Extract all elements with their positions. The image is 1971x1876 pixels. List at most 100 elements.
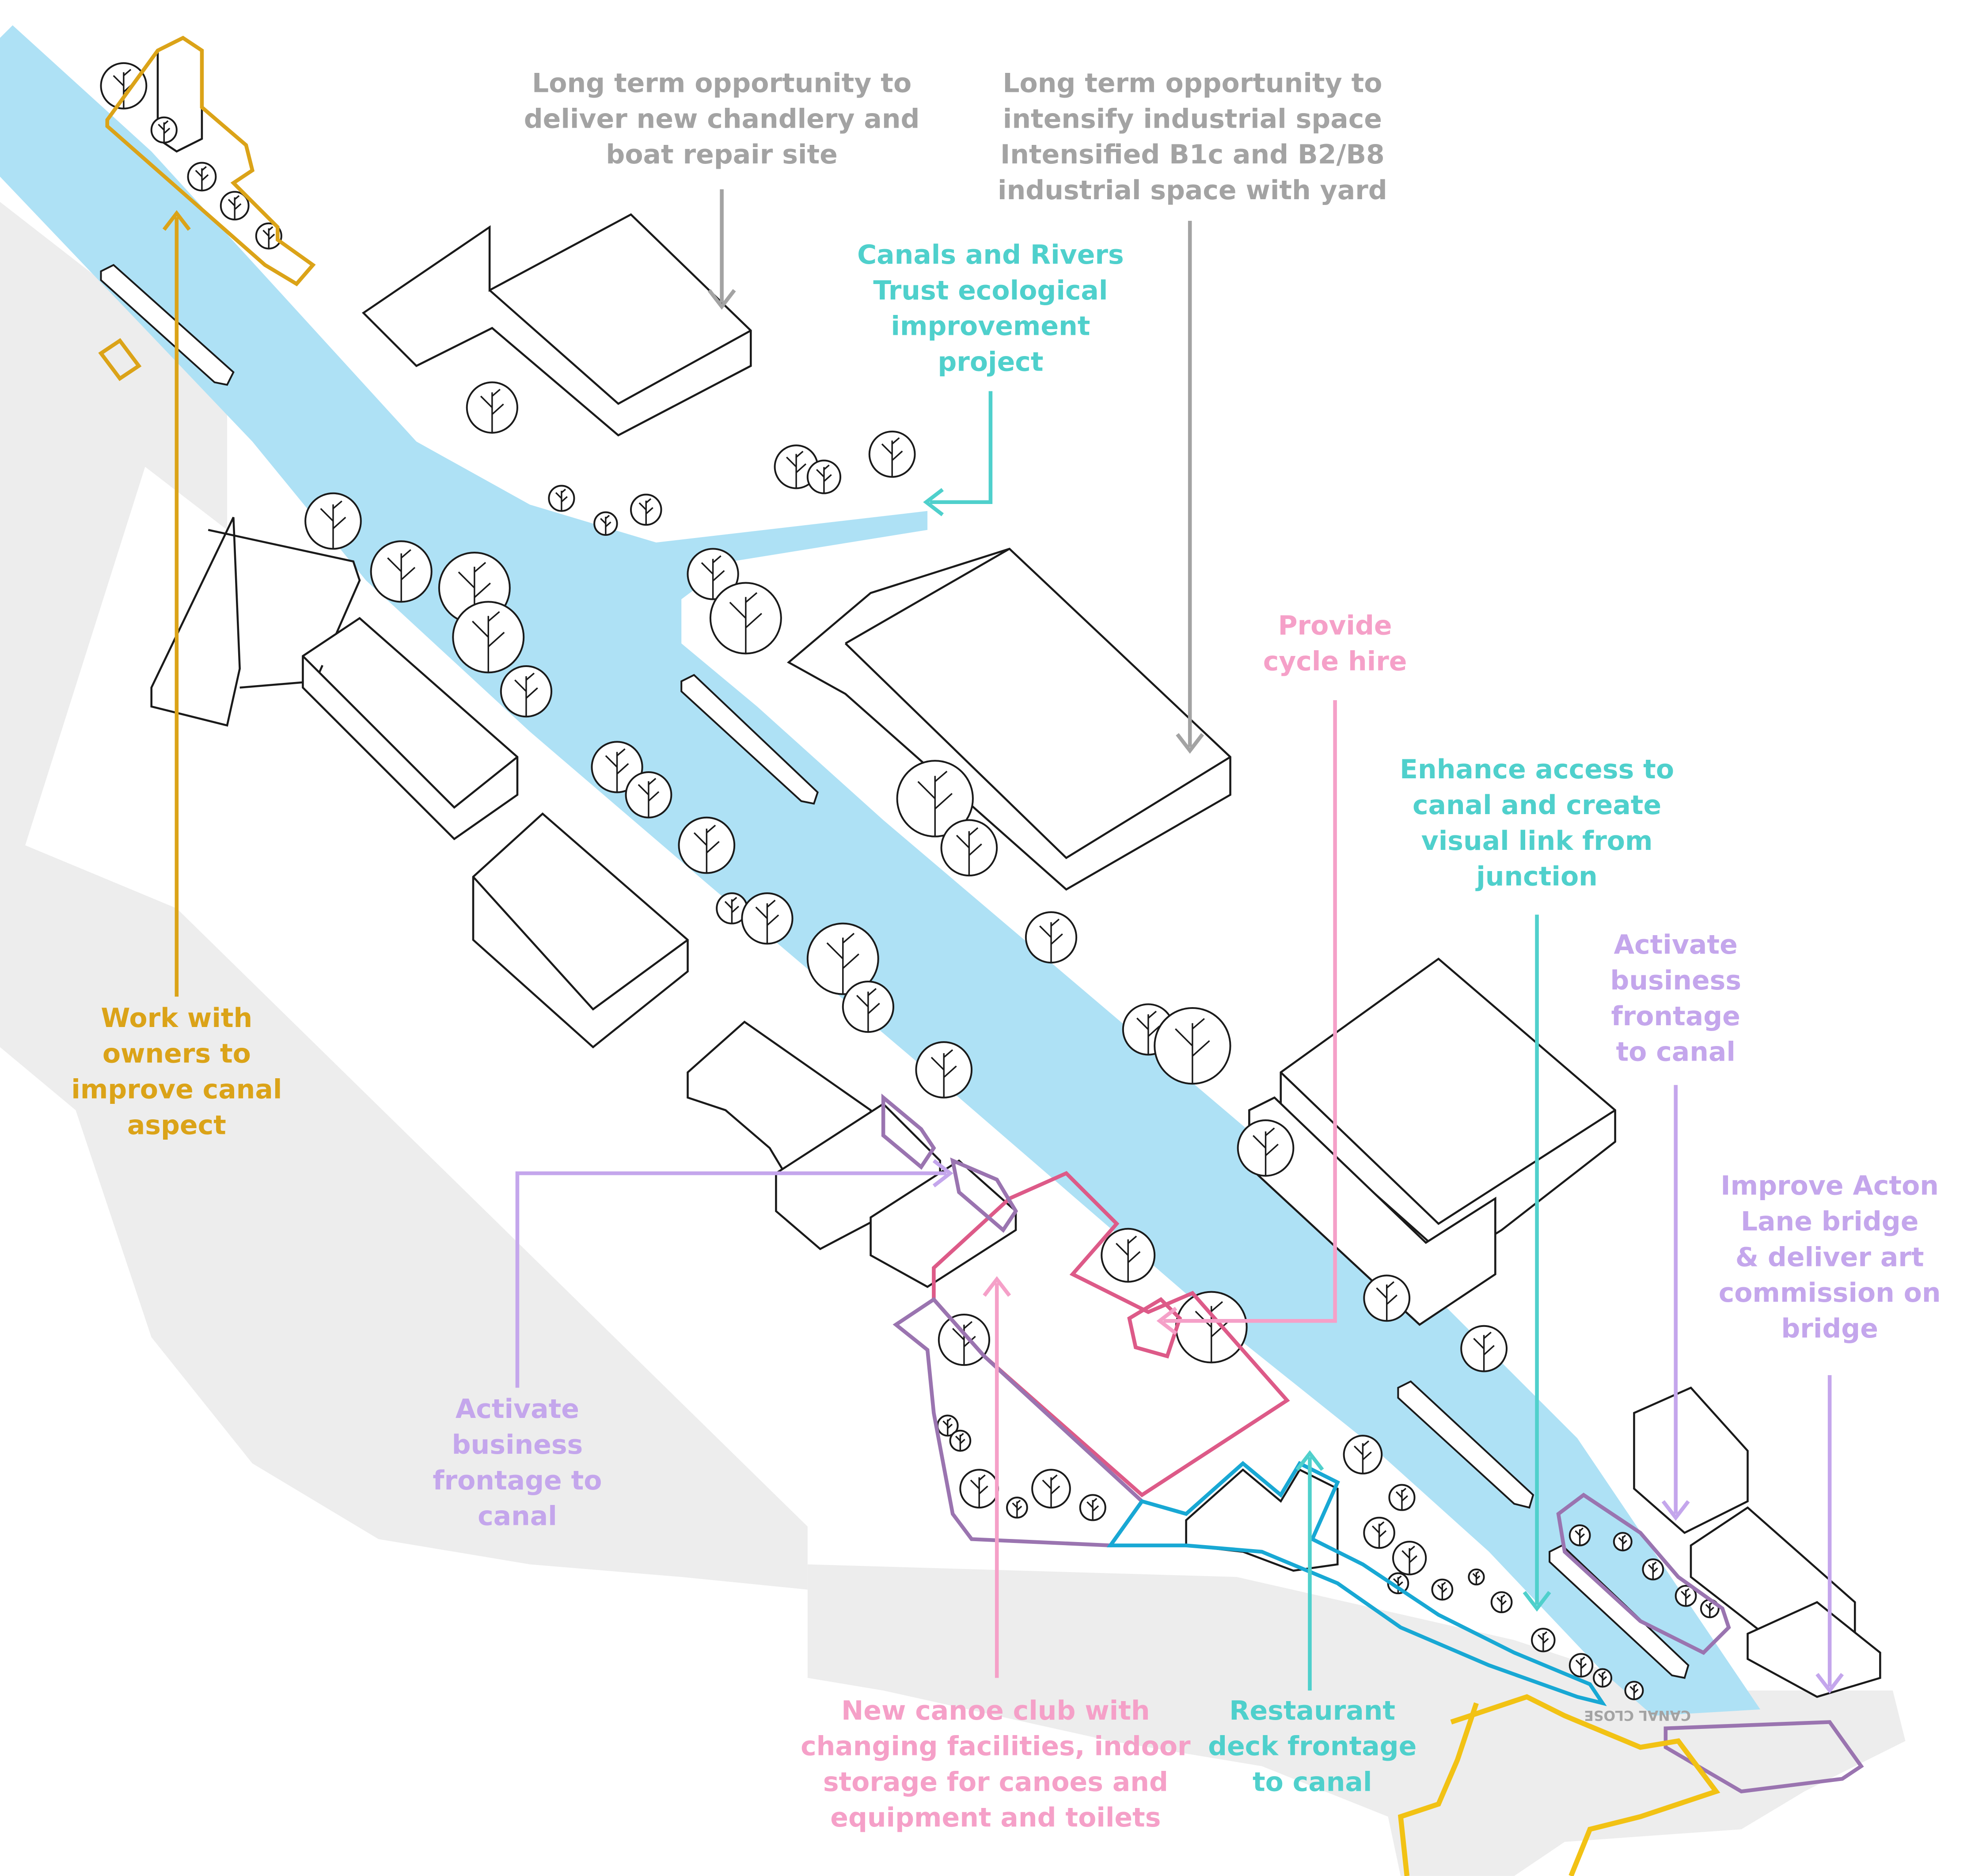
roads	[0, 202, 1906, 1876]
tree	[1460, 1325, 1508, 1372]
leader-canoe	[983, 1276, 1011, 1678]
tree	[255, 222, 282, 250]
leader-ecological	[923, 391, 993, 516]
annotation-line: project	[938, 346, 1043, 377]
annotation-line: frontage	[1611, 1001, 1740, 1032]
annotation-line: Long term opportunity to	[532, 68, 911, 99]
annotation-industrial: Long term opportunity to intensify indust…	[998, 68, 1387, 206]
leader-industrial	[1176, 220, 1204, 754]
tree	[1568, 1653, 1594, 1678]
annotation-line: Improve Acton	[1720, 1171, 1939, 1201]
annotation-line: Activate	[1614, 929, 1738, 960]
trees	[100, 62, 1720, 1701]
building-industrial	[786, 547, 1231, 891]
tree	[593, 511, 618, 536]
annotation-line: New canoe club with	[841, 1695, 1150, 1726]
tree	[741, 892, 794, 945]
building-south-3	[1747, 1601, 1881, 1698]
cycle-hire-outline	[1127, 1297, 1182, 1359]
tree	[940, 819, 998, 877]
annotation-line: canal	[478, 1501, 557, 1532]
tree	[630, 493, 662, 526]
annotation-line: improvement	[891, 311, 1090, 342]
frontage-outline-2	[950, 1157, 1018, 1233]
annotations: Long term opportunity to deliver new chan…	[71, 68, 1941, 1834]
annotation-line: aspect	[127, 1110, 226, 1141]
tree	[1006, 1497, 1028, 1519]
junction-outline	[1398, 1694, 1720, 1876]
gold-small-outline	[98, 338, 142, 381]
leader-owners	[162, 210, 191, 997]
annotation-line: Canals and Rivers	[857, 239, 1124, 270]
bridge-outline	[1663, 1720, 1864, 1793]
tree	[187, 162, 217, 192]
tree	[150, 116, 178, 144]
building-west-6	[870, 1159, 1017, 1288]
leader-cycle	[1156, 700, 1337, 1335]
tree	[1568, 1524, 1591, 1546]
canal	[0, 25, 1761, 1716]
tree	[452, 601, 525, 674]
leader-restaurant	[1295, 1450, 1324, 1691]
leader-frontage-left	[515, 1159, 953, 1388]
road-left	[0, 202, 808, 1590]
tree	[915, 1041, 973, 1099]
tree	[938, 1314, 991, 1366]
building-west-2	[302, 617, 519, 841]
tree	[370, 540, 433, 603]
tree	[466, 381, 518, 434]
tree	[842, 981, 895, 1033]
annotation-line: intensify industrial space	[1003, 103, 1382, 134]
leader-bridge	[1815, 1375, 1844, 1694]
tree	[959, 1469, 999, 1508]
tree	[716, 892, 748, 925]
tree	[1343, 1435, 1383, 1474]
tree	[1392, 1541, 1427, 1576]
leader-frontage-right	[1661, 1085, 1690, 1521]
annotation-line: deliver new chandlery and	[524, 103, 920, 134]
tree	[1431, 1578, 1454, 1601]
annotation-line: bridge	[1781, 1313, 1878, 1344]
annotation-line: & deliver art	[1736, 1242, 1924, 1273]
annotation-line: boat repair site	[606, 139, 837, 170]
boats	[100, 264, 1690, 1679]
tree	[220, 191, 250, 221]
frontage-outline-1	[881, 1093, 936, 1170]
annotation-line: deck frontage	[1208, 1731, 1417, 1762]
road-bottom	[807, 1564, 1906, 1876]
annotation-line: Trust ecological	[873, 275, 1108, 306]
tree	[100, 62, 148, 110]
annotation-line: Long term opportunity to	[1003, 68, 1382, 99]
tree	[687, 548, 739, 600]
annotation-line: frontage to	[433, 1465, 602, 1496]
restaurant-deck-outline	[1106, 1461, 1607, 1706]
tree	[591, 741, 643, 793]
leader-lines	[162, 189, 1844, 1694]
annotation-line: Restaurant	[1229, 1695, 1395, 1726]
tree	[1101, 1228, 1156, 1283]
annotation-line: Activate	[456, 1394, 579, 1425]
annotation-line: Work with	[101, 1003, 252, 1034]
boat-south-1	[1397, 1380, 1534, 1509]
tree	[678, 816, 736, 874]
annotation-line: equipment and toilets	[830, 1802, 1161, 1833]
tree	[896, 760, 974, 838]
leader-access	[1523, 914, 1551, 1612]
annotation-line: junction	[1475, 861, 1598, 892]
annotation-line: Lane bridge	[1741, 1206, 1919, 1237]
building-chandlery	[361, 213, 752, 437]
annotation-line: changing facilities, indoor	[801, 1731, 1191, 1762]
tree	[949, 1429, 972, 1452]
tree	[1025, 911, 1078, 964]
annotation-line: visual link from	[1421, 826, 1653, 857]
tree	[625, 771, 672, 819]
annotation-line: business	[1610, 965, 1741, 996]
